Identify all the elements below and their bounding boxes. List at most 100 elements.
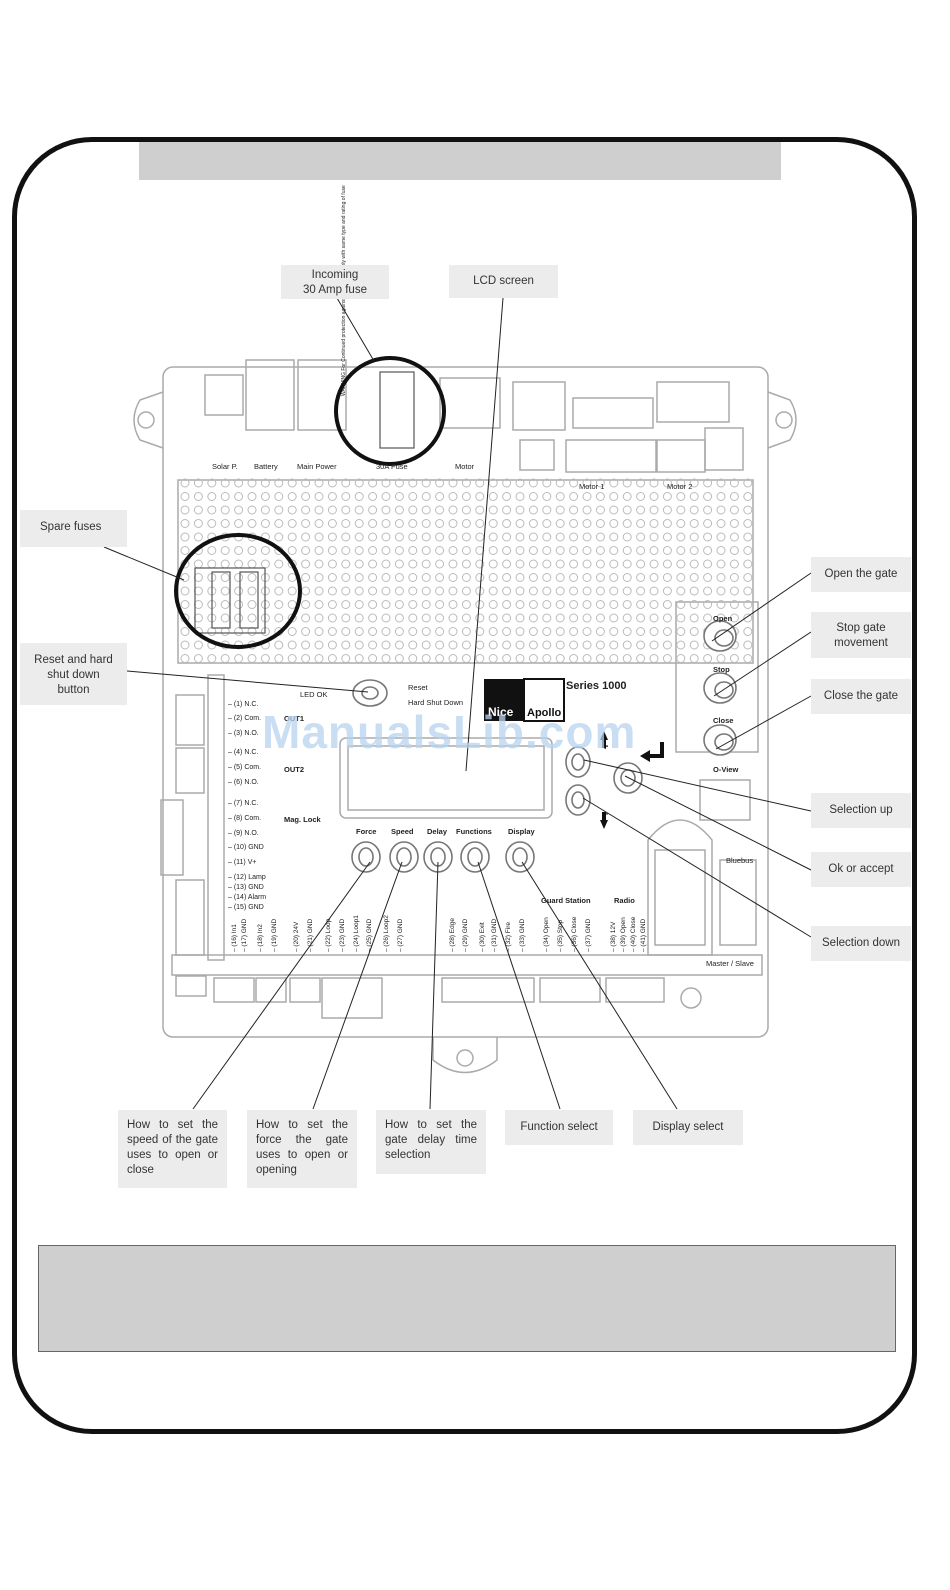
svg-text:Solar P.: Solar P. xyxy=(212,462,238,471)
vent-hole xyxy=(435,492,445,501)
vent-hole xyxy=(448,478,458,488)
vent-hole xyxy=(408,613,418,623)
vent-hole xyxy=(408,478,418,488)
vent-hole xyxy=(408,519,418,528)
vent-hole xyxy=(475,573,485,582)
vent-hole xyxy=(435,532,445,542)
vent-hole xyxy=(475,546,485,555)
vent-hole xyxy=(515,627,525,636)
vent-hole xyxy=(703,586,713,596)
vent-hole xyxy=(354,559,364,569)
vent-hole xyxy=(703,559,713,569)
vent-hole xyxy=(274,600,284,609)
vent-hole xyxy=(636,600,646,609)
vent-hole xyxy=(622,532,632,542)
vent-hole xyxy=(515,654,525,663)
vent-hole xyxy=(421,546,431,555)
callout-spare-fuses: Spare fuses xyxy=(20,510,127,547)
vent-hole xyxy=(609,492,619,501)
vent-hole xyxy=(502,546,512,555)
vent-hole xyxy=(327,600,337,609)
vent-hole xyxy=(448,600,458,609)
vent-hole xyxy=(461,600,471,609)
left-terminal-label: – (14) Alarm xyxy=(228,894,266,901)
vent-hole xyxy=(341,654,351,663)
vent-hole xyxy=(649,586,659,596)
vent-hole xyxy=(582,627,592,636)
vent-hole xyxy=(234,654,244,663)
vent-hole xyxy=(314,478,324,488)
vent-hole xyxy=(595,478,605,488)
force-button xyxy=(351,841,381,873)
vent-hole xyxy=(394,627,404,636)
vent-hole xyxy=(274,573,284,582)
vent-hole xyxy=(582,559,592,569)
vent-hole xyxy=(555,573,565,582)
vent-hole xyxy=(676,573,686,582)
vent-hole xyxy=(689,586,699,596)
vent-hole xyxy=(327,519,337,528)
bottom-terminal-label: – (41) GND xyxy=(640,918,647,952)
vent-hole xyxy=(381,546,391,555)
vent-hole xyxy=(689,573,699,582)
vent-hole xyxy=(475,478,485,488)
vent-hole xyxy=(569,573,579,582)
svg-text:O-View: O-View xyxy=(713,765,738,774)
vent-hole xyxy=(622,600,632,609)
vent-hole xyxy=(448,654,458,663)
vent-hole xyxy=(314,573,324,582)
vent-hole xyxy=(394,573,404,582)
vent-hole xyxy=(743,640,753,650)
vent-hole xyxy=(448,573,458,582)
bottom-terminal-label: – (38) 12V xyxy=(610,921,617,952)
vent-hole xyxy=(381,586,391,596)
vent-hole xyxy=(368,532,378,542)
vent-hole xyxy=(193,519,203,528)
vent-hole xyxy=(180,600,190,609)
vent-hole xyxy=(341,559,351,569)
vent-hole xyxy=(408,546,418,555)
vent-hole xyxy=(234,627,244,636)
vent-hole xyxy=(461,613,471,623)
vent-hole xyxy=(743,613,753,623)
vent-hole xyxy=(314,505,324,515)
reset-button xyxy=(352,679,388,707)
svg-text:Functions: Functions xyxy=(456,827,492,836)
vent-hole xyxy=(729,654,739,663)
vent-hole xyxy=(689,600,699,609)
vent-hole xyxy=(676,478,686,488)
vent-hole xyxy=(341,586,351,596)
vent-hole xyxy=(193,613,203,623)
vent-hole xyxy=(368,559,378,569)
vent-hole xyxy=(408,640,418,650)
vent-hole xyxy=(528,478,538,488)
bottom-terminal-label: – (28) Edge xyxy=(449,918,456,952)
vent-hole xyxy=(421,559,431,569)
vent-hole xyxy=(662,478,672,488)
vent-hole xyxy=(622,640,632,650)
vent-hole xyxy=(435,519,445,528)
vent-hole xyxy=(207,654,217,663)
vent-hole xyxy=(327,492,337,501)
vent-hole xyxy=(716,519,726,528)
vent-hole xyxy=(327,573,337,582)
vent-hole xyxy=(193,640,203,650)
vent-hole xyxy=(475,640,485,650)
vent-hole xyxy=(622,586,632,596)
speed-button xyxy=(389,841,419,873)
vent-hole xyxy=(234,478,244,488)
vent-hole xyxy=(502,586,512,596)
svg-text:Battery: Battery xyxy=(254,462,278,471)
svg-text:Radio: Radio xyxy=(614,896,635,905)
vent-hole xyxy=(180,546,190,555)
vent-hole xyxy=(461,559,471,569)
vent-hole xyxy=(636,546,646,555)
svg-text:Master / Slave: Master / Slave xyxy=(706,959,754,968)
svg-text:Display: Display xyxy=(508,827,536,836)
vent-hole xyxy=(220,586,230,596)
vent-hole xyxy=(260,478,270,488)
header-bar xyxy=(139,142,781,180)
svg-text:Motor: Motor xyxy=(455,462,475,471)
vent-hole xyxy=(703,573,713,582)
